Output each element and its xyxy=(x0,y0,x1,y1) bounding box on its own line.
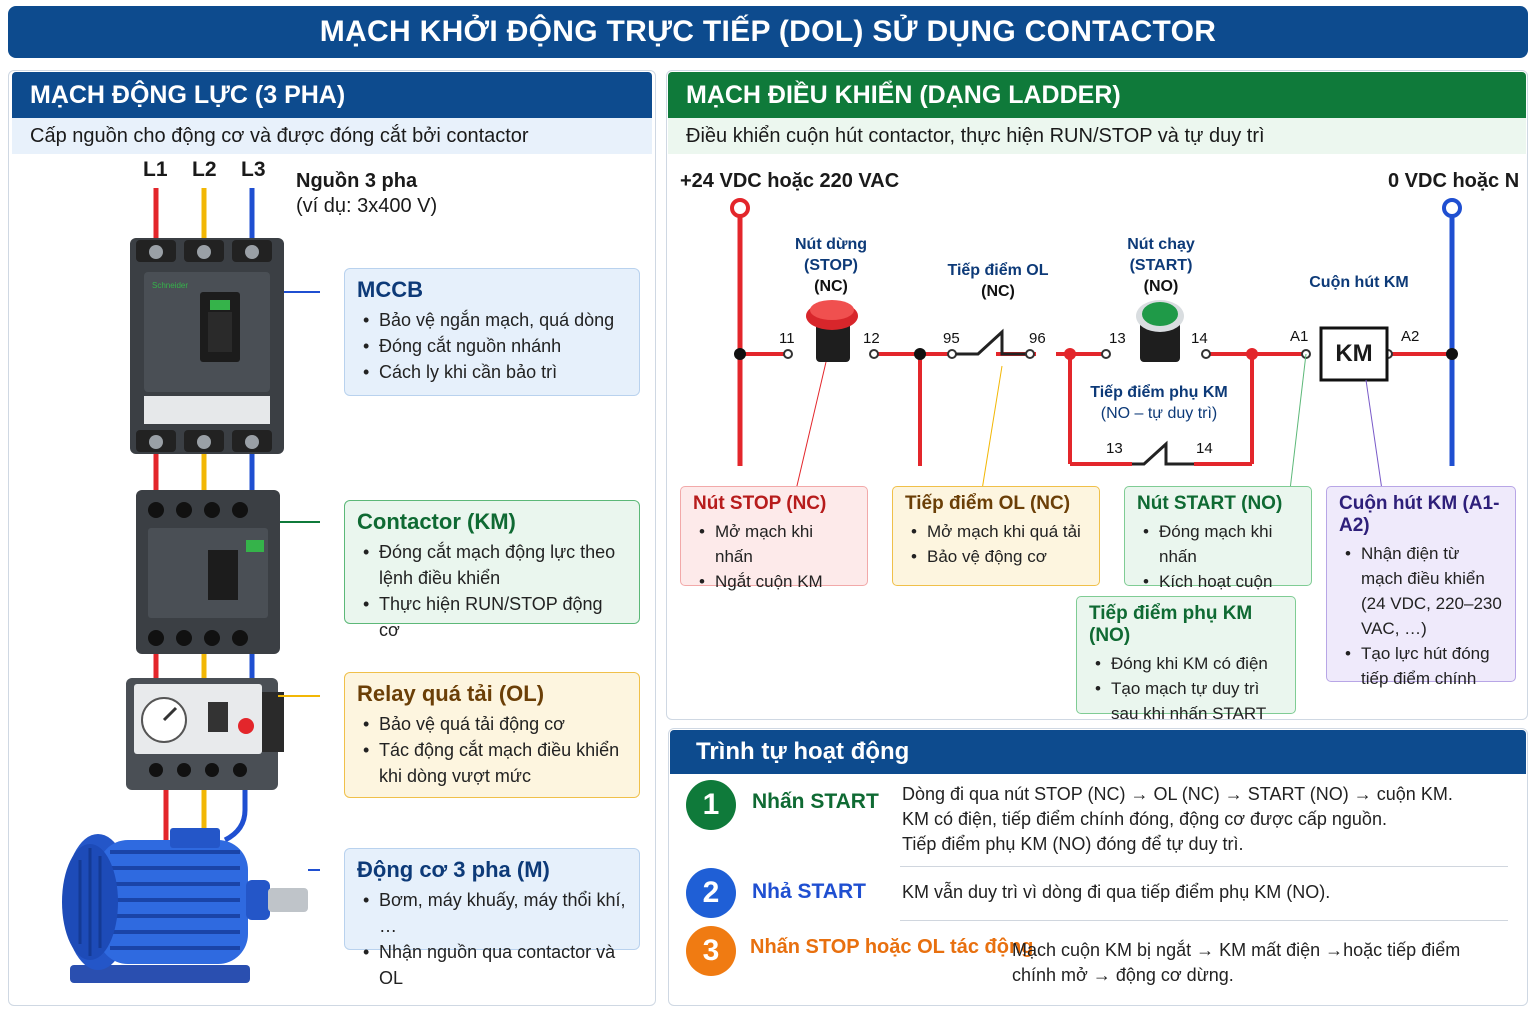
motor-item: Bơm, máy khuấy, máy thổi khí, … xyxy=(357,887,627,939)
step-divider xyxy=(900,920,1508,921)
ol-card-item: Bảo vệ động cơ xyxy=(905,544,1087,569)
step-3-title: Nhấn STOP hoặc OL tác động xyxy=(750,936,1034,958)
terminal-a2: A2 xyxy=(1401,328,1420,345)
overload-relay-item: Bảo vệ quá tải động cơ xyxy=(357,711,627,737)
mccb-card: MCCB Bảo vệ ngắn mạch, quá dòng Đóng cắt… xyxy=(344,268,640,396)
aux-card-item: Tạo mạch tự duy trì sau khi nhấn START xyxy=(1089,676,1283,726)
step-2-title: Nhả START xyxy=(752,880,866,903)
aux-contact-card: Tiếp điểm phụ KM (NO) Đóng khi KM có điệ… xyxy=(1076,596,1296,723)
right-rail-label: 0 VDC hoặc N xyxy=(1388,170,1520,192)
aux-contact-label: Tiếp điểm phụ KM (NO – tự duy trì) xyxy=(1090,384,1228,422)
mccb-item: Đóng cắt nguồn nhánh xyxy=(357,333,627,359)
mccb-device: Schneider xyxy=(130,238,284,454)
terminal-96: 96 xyxy=(1029,330,1046,347)
page-title: MẠCH KHỞI ĐỘNG TRỰC TIẾP (DOL) SỬ DỤNG C… xyxy=(8,6,1528,58)
coil-card-title: Cuộn hút KM (A1-A2) xyxy=(1339,493,1500,536)
ol-contact-card: Tiếp điểm OL (NC) Mở mạch khi quá tải Bả… xyxy=(892,486,1100,586)
left-rail-label: +24 VDC hoặc 220 VAC xyxy=(680,170,900,192)
mccb-brand-text: Schneider xyxy=(152,281,188,290)
step-3-text: Mạch cuộn KM bị ngắt → KM mất điện →hoặc… xyxy=(1012,940,1461,985)
stop-card-item: Ngắt cuộn KM xyxy=(693,569,855,594)
start-card-title: Nút START (NO) xyxy=(1137,493,1283,514)
step-divider xyxy=(900,866,1508,867)
terminal-95: 95 xyxy=(943,330,960,347)
phase-l3-label: L3 xyxy=(241,158,266,181)
terminal-a1: A1 xyxy=(1290,328,1309,345)
contactor-card-title: Contactor (KM) xyxy=(357,509,516,534)
mccb-card-title: MCCB xyxy=(357,277,423,302)
step-2-text: KM vẫn duy trì vì dòng đi qua tiếp điểm … xyxy=(902,882,1331,902)
step-1-number: 1 xyxy=(686,780,736,830)
coil-card-item: Nhận điện từ mạch điều khiển (24 VDC, 22… xyxy=(1339,541,1503,641)
mccb-item: Bảo vệ ngắn mạch, quá dòng xyxy=(357,307,627,333)
aux-terminal-14: 14 xyxy=(1196,440,1213,457)
contactor-item: Đóng cắt mạch động lực theo lệnh điều kh… xyxy=(357,539,627,591)
coil-label: Cuộn hút KM xyxy=(1309,274,1409,291)
coil-card-item: Tạo lực hút đóng tiếp điểm chính xyxy=(1339,641,1503,691)
step-1-text: Dòng đi qua nút STOP (NC) → OL (NC) → ST… xyxy=(902,784,1453,854)
km-coil-text: KM xyxy=(1335,340,1373,367)
power-circuit-header: MẠCH ĐỘNG LỰC (3 PHA) xyxy=(12,72,652,118)
terminal-11: 11 xyxy=(779,330,795,347)
motor-item: Nhận nguồn qua contactor và OL xyxy=(357,939,627,991)
control-circuit-header: MẠCH ĐIỀU KHIỂN (DẠNG LADDER) xyxy=(668,72,1526,118)
overload-relay-item: Tác động cắt mạch điều khiển khi dòng vư… xyxy=(357,737,627,789)
ol-card-title: Tiếp điểm OL (NC) xyxy=(905,493,1071,514)
stop-card-item: Mở mạch khi nhấn xyxy=(693,519,855,569)
stop-label: Nút dừng (STOP) (NC) xyxy=(794,236,867,295)
power-circuit-subtitle: Cấp nguồn cho động cơ và được đóng cắt b… xyxy=(12,118,652,154)
contactor-item: Thực hiện RUN/STOP động cơ xyxy=(357,591,627,643)
aux-terminal-13: 13 xyxy=(1106,440,1123,457)
coil-card: Cuộn hút KM (A1-A2) Nhận điện từ mạch đi… xyxy=(1326,486,1516,688)
terminal-13: 13 xyxy=(1109,330,1126,347)
start-button-card: Nút START (NO) Đóng mạch khi nhấn Kích h… xyxy=(1124,486,1312,616)
overload-relay-device xyxy=(126,678,284,790)
source-label: Nguồn 3 pha xyxy=(296,170,418,192)
ladder-diagram xyxy=(730,198,1462,491)
sequence-header: Trình tự hoạt động xyxy=(670,730,1526,774)
step-1-title: Nhấn START xyxy=(752,790,879,813)
stop-button-card: Nút STOP (NC) Mở mạch khi nhấn Ngắt cuộn… xyxy=(680,486,868,594)
step-3-number: 3 xyxy=(686,926,736,976)
phase-l2-label: L2 xyxy=(192,158,217,181)
terminal-12: 12 xyxy=(863,330,880,347)
terminal-14: 14 xyxy=(1191,330,1208,347)
motor-card: Động cơ 3 pha (M) Bơm, máy khuấy, máy th… xyxy=(344,848,640,988)
control-circuit-subtitle: Điều khiển cuộn hút contactor, thực hiện… xyxy=(668,118,1526,154)
motor-device xyxy=(62,828,308,983)
aux-card-item: Đóng khi KM có điện xyxy=(1089,651,1283,676)
contactor-card: Contactor (KM) Đóng cắt mạch động lực th… xyxy=(344,500,640,640)
motor-card-title: Động cơ 3 pha (M) xyxy=(357,857,550,882)
overload-relay-card-title: Relay quá tải (OL) xyxy=(357,681,545,706)
sequence-panel xyxy=(668,728,1528,1006)
start-button-icon xyxy=(1136,300,1184,362)
contactor-device xyxy=(136,490,280,654)
step-2-number: 2 xyxy=(686,868,736,918)
stop-card-title: Nút STOP (NC) xyxy=(693,493,827,514)
mccb-item: Cách ly khi cần bảo trì xyxy=(357,359,627,385)
power-circuit-diagram: Schneider xyxy=(62,188,320,983)
stop-button-icon xyxy=(806,300,858,362)
phase-l1-label: L1 xyxy=(143,158,168,181)
km-coil-box xyxy=(1319,326,1389,382)
start-label: Nút chạy (START) (NO) xyxy=(1127,236,1195,295)
start-card-item: Đóng mạch khi nhấn xyxy=(1137,519,1299,569)
aux-card-title: Tiếp điểm phụ KM (NO) xyxy=(1089,603,1253,646)
source-example: (ví dụ: 3x400 V) xyxy=(296,195,438,217)
overload-relay-card: Relay quá tải (OL) Bảo vệ quá tải động c… xyxy=(344,672,640,798)
ol-label: Tiếp điểm OL (NC) xyxy=(947,262,1049,300)
ol-card-item: Mở mạch khi quá tải xyxy=(905,519,1087,544)
